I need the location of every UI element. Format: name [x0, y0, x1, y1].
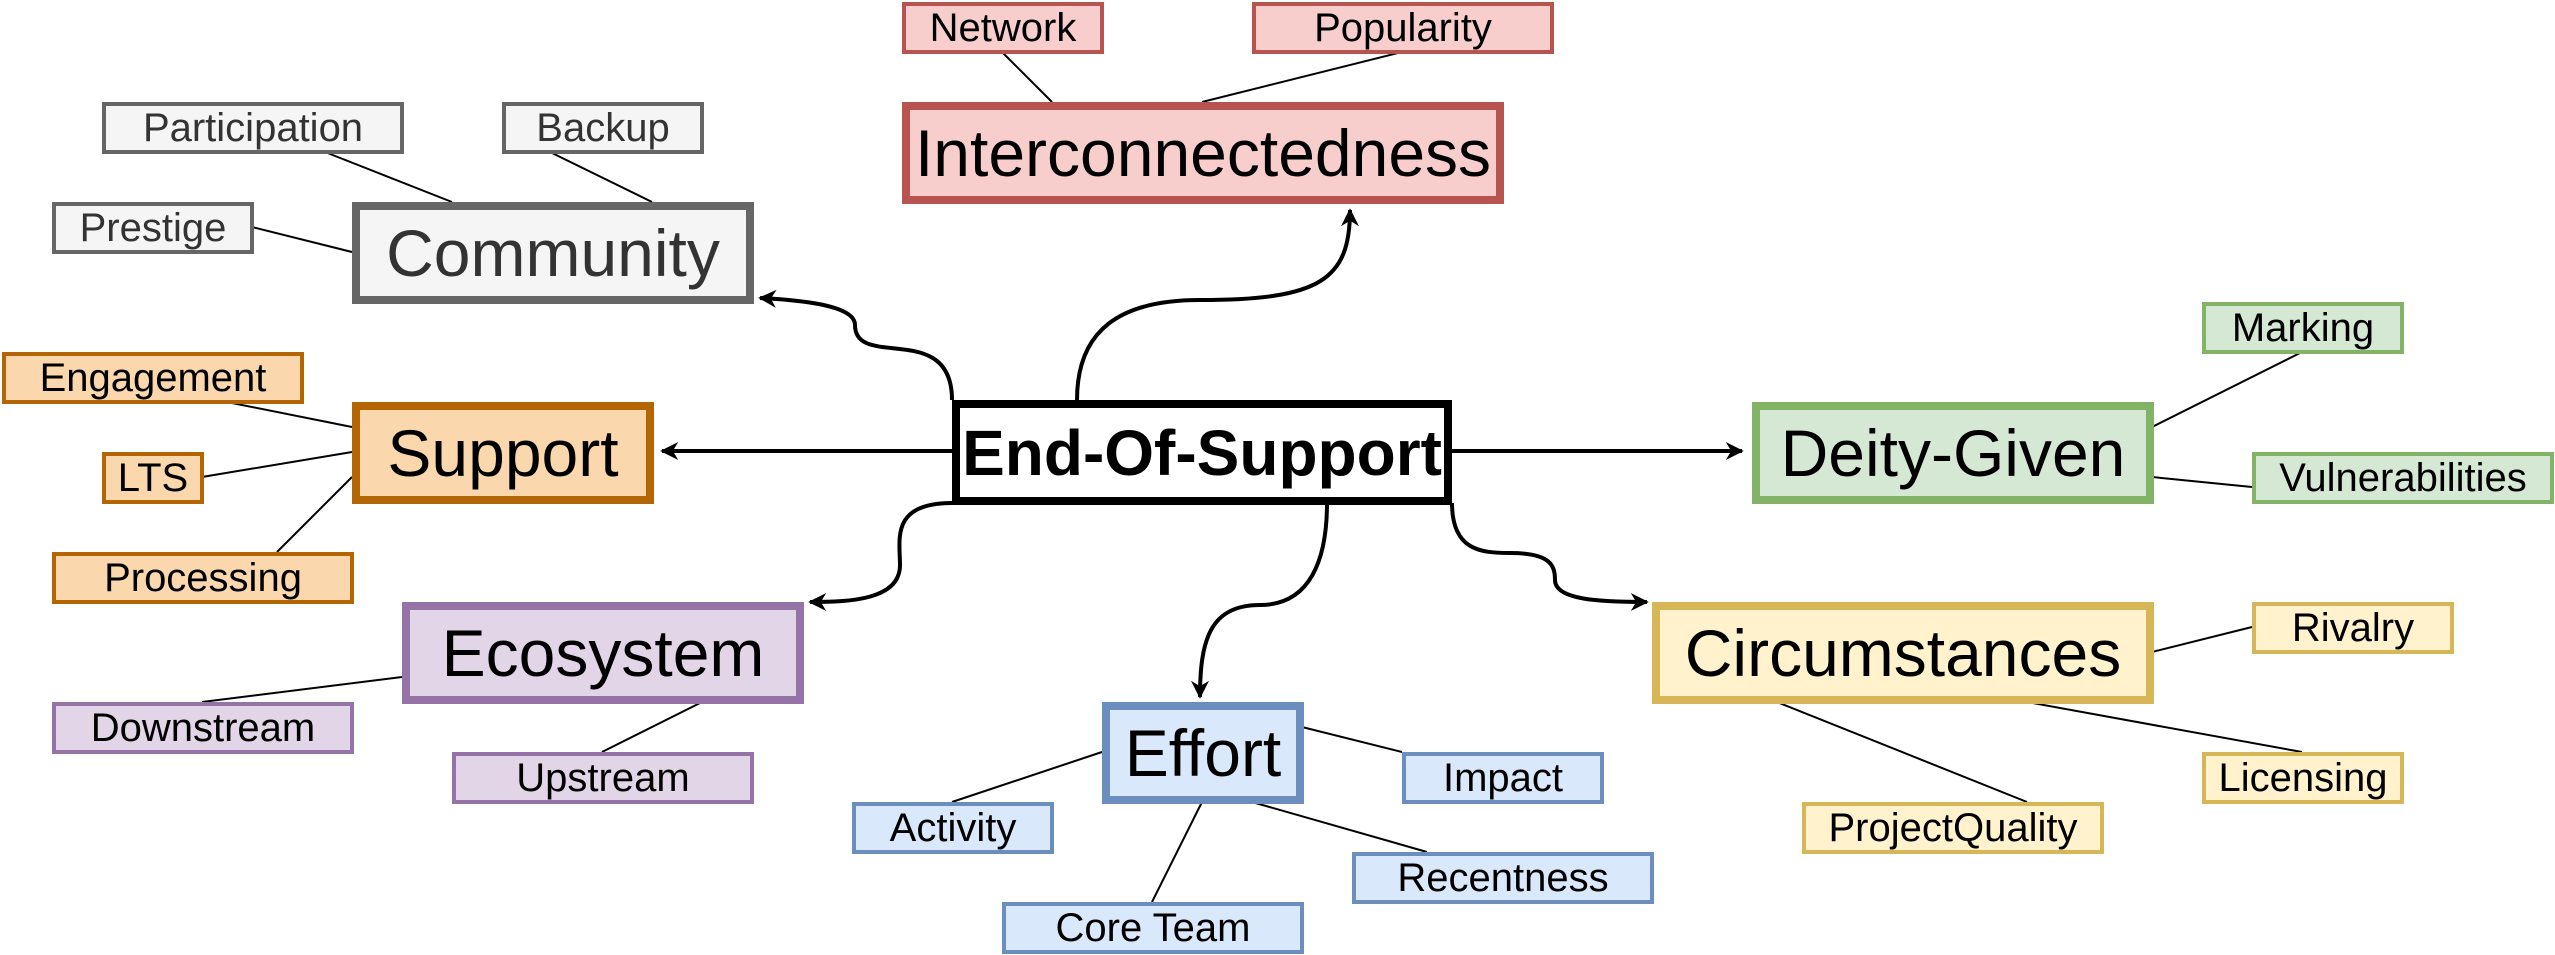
leaf-recentness: Recentness: [1352, 852, 1654, 904]
connector-backup: [549, 151, 653, 203]
leaf-core-team: Core Team: [1002, 902, 1304, 954]
leaf-processing: Processing: [52, 552, 354, 604]
node-interconnectedness: Interconnectedness: [902, 102, 1504, 204]
leaf-prestige: Prestige: [52, 202, 254, 254]
arrow-to-effort: [1191, 502, 1329, 699]
arrow-to-circumstances: [1450, 502, 1649, 611]
connector-upstream: [601, 701, 703, 753]
connector-licensing: [2026, 701, 2303, 753]
leaf-rivalry: Rivalry: [2252, 602, 2454, 654]
node-deity-given: Deity-Given: [1752, 402, 2154, 504]
leaf-impact: Impact: [1402, 752, 1604, 804]
connector-processing: [276, 476, 353, 553]
connector-marking: [2151, 351, 2303, 428]
connector-vulnerabilities: [2151, 476, 2253, 488]
connector-participation: [324, 151, 453, 203]
connector-projectquality: [1776, 701, 2028, 803]
leaf-vulnerabilities: Vulnerabilities: [2252, 452, 2554, 504]
connector-core-team: [1151, 801, 1203, 903]
leaf-upstream: Upstream: [452, 752, 754, 804]
connector-activity: [951, 751, 1103, 803]
connector-lts: [201, 451, 353, 478]
connector-downstream: [201, 676, 403, 703]
connector-impact: [1301, 726, 1403, 753]
node-support: Support: [352, 402, 654, 504]
leaf-downstream: Downstream: [52, 702, 354, 754]
leaf-lts: LTS: [102, 452, 204, 504]
leaf-network: Network: [902, 2, 1104, 54]
leaf-licensing: Licensing: [2202, 752, 2404, 804]
leaf-backup: Backup: [502, 102, 704, 154]
connector-recentness: [1251, 801, 1428, 853]
connector-prestige: [251, 226, 353, 253]
leaf-popularity: Popularity: [1252, 2, 1554, 54]
leaf-participation: Participation: [102, 102, 404, 154]
arrow-to-community: [758, 289, 954, 401]
center-node-end-of-support: End-Of-Support: [952, 400, 1452, 505]
node-community: Community: [352, 202, 754, 304]
leaf-projectquality: ProjectQuality: [1802, 802, 2104, 854]
connector-engagement: [226, 401, 353, 428]
connector-rivalry: [2151, 626, 2253, 653]
arrow-to-interconnectedness: [1075, 208, 1359, 401]
node-circumstances: Circumstances: [1652, 602, 2154, 704]
connector-network: [1001, 51, 1053, 103]
arrow-to-ecosystem: [808, 501, 953, 611]
leaf-engagement: Engagement: [2, 352, 304, 404]
node-ecosystem: Ecosystem: [402, 602, 804, 704]
connector-popularity: [1201, 51, 1403, 103]
leaf-marking: Marking: [2202, 302, 2404, 354]
node-effort: Effort: [1102, 702, 1304, 804]
leaf-activity: Activity: [852, 802, 1054, 854]
